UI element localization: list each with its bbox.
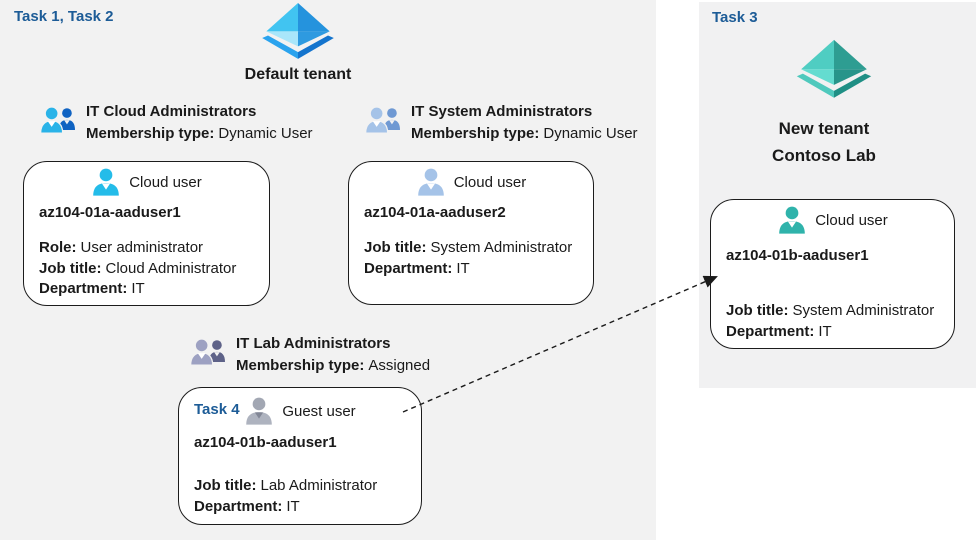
field-value: IT <box>818 322 832 340</box>
user-type-label: Guest user <box>282 402 356 420</box>
field-label: Department: <box>726 322 815 340</box>
field-label: Department: <box>39 280 128 297</box>
field-row: Department:IT <box>194 497 377 518</box>
azure-ad-tenant-icon <box>796 39 872 98</box>
field-label: Job title: <box>194 477 257 494</box>
cloud-user-icon <box>93 168 120 196</box>
field-row: Role:User administrator <box>39 238 236 259</box>
group-title: IT System Administrators <box>411 103 593 120</box>
field-value: IT <box>286 497 300 515</box>
card-header: Cloud user <box>711 205 954 235</box>
default-tenant-title: Default tenant <box>244 66 352 83</box>
user-fields: Job title:System Administrator Departmen… <box>364 238 572 279</box>
field-label: Department: <box>364 259 453 277</box>
card-header: Guest user <box>179 396 421 426</box>
user-type-label: Cloud user <box>815 211 888 229</box>
guest-user-card: Task 4 Guest user az104-01b-aaduser1 Job… <box>178 387 422 525</box>
field-value: System Administrator <box>792 302 935 319</box>
new-tenant-line2: Contoso Lab <box>772 146 876 165</box>
default-tenant-panel: Task 1, Task 2 Default tenant IT Cloud A… <box>0 0 656 540</box>
field-value: IT <box>131 280 145 297</box>
field-label: Job title: <box>726 302 789 319</box>
membership-label: Membership type: <box>86 125 215 142</box>
user-name: az104-01b-aaduser1 <box>726 247 869 264</box>
group-membership: Membership type:Dynamic User <box>86 123 313 145</box>
user-card-aaduser1: Cloud user az104-01a-aaduser1 Role:User … <box>23 161 270 306</box>
group-title: IT Cloud Administrators <box>86 103 257 120</box>
guest-user-icon <box>246 397 273 425</box>
membership-label: Membership type: <box>236 357 365 374</box>
membership-value: Dynamic User <box>218 125 313 142</box>
card-header: Cloud user <box>349 167 593 197</box>
task-4-label: Task 4 <box>194 401 240 418</box>
group-it-cloud-admins: IT Cloud Administrators Membership type:… <box>40 101 313 145</box>
new-tenant-title: New tenant Contoso Lab <box>699 115 949 169</box>
field-row: Job title:Cloud Administrator <box>39 259 236 280</box>
field-label: Department: <box>194 497 283 515</box>
group-title: IT Lab Administrators <box>236 335 391 352</box>
user-fields: Job title:System Administrator Departmen… <box>726 301 934 342</box>
cloud-user-icon <box>417 168 444 196</box>
field-value: Lab Administrator <box>260 477 378 494</box>
group-icon <box>190 338 225 366</box>
field-value: Cloud Administrator <box>105 259 237 277</box>
task-3-label: Task 3 <box>712 9 758 26</box>
field-label: Job title: <box>364 239 427 256</box>
field-row: Department:IT <box>726 322 934 343</box>
azure-ad-tenant-icon <box>262 3 334 59</box>
field-row: Department:IT <box>39 279 236 300</box>
field-row: Job title:System Administrator <box>364 238 572 259</box>
membership-value: Dynamic User <box>543 125 638 142</box>
user-card-aaduser2: Cloud user az104-01a-aaduser2 Job title:… <box>348 161 594 305</box>
user-name: az104-01b-aaduser1 <box>194 434 337 451</box>
group-it-system-admins: IT System Administrators Membership type… <box>365 101 638 145</box>
new-tenant-panel: Task 3 New tenant Contoso Lab Cloud user <box>699 2 976 388</box>
card-header: Cloud user <box>24 167 269 197</box>
group-membership: Membership type:Dynamic User <box>411 123 638 145</box>
group-it-lab-admins: IT Lab Administrators Membership type:As… <box>190 333 430 377</box>
new-tenant-user-card: Cloud user az104-01b-aaduser1 Job title:… <box>710 199 955 349</box>
group-icon <box>40 106 75 134</box>
field-row: Job title:System Administrator <box>726 301 934 322</box>
field-value: System Administrator <box>430 239 573 256</box>
user-type-label: Cloud user <box>453 173 527 191</box>
group-icon <box>365 106 400 134</box>
field-row: Job title:Lab Administrator <box>194 476 377 497</box>
field-value: IT <box>456 259 470 277</box>
field-label: Role: <box>39 239 77 256</box>
membership-value: Assigned <box>368 357 431 374</box>
task-1-2-label: Task 1, Task 2 <box>14 8 114 25</box>
user-name: az104-01a-aaduser1 <box>39 204 181 221</box>
user-fields: Role:User administrator Job title:Cloud … <box>39 238 236 300</box>
membership-label: Membership type: <box>411 125 540 142</box>
cloud-user-icon <box>779 206 806 234</box>
user-type-label: Cloud user <box>129 173 202 191</box>
field-row: Department:IT <box>364 259 572 280</box>
user-fields: Job title:Lab Administrator Department:I… <box>194 476 377 517</box>
user-name: az104-01a-aaduser2 <box>364 204 506 221</box>
field-value: User administrator <box>80 239 204 256</box>
field-label: Job title: <box>39 259 102 277</box>
new-tenant-line1: New tenant <box>778 119 870 138</box>
group-membership: Membership type:Assigned <box>236 355 430 377</box>
